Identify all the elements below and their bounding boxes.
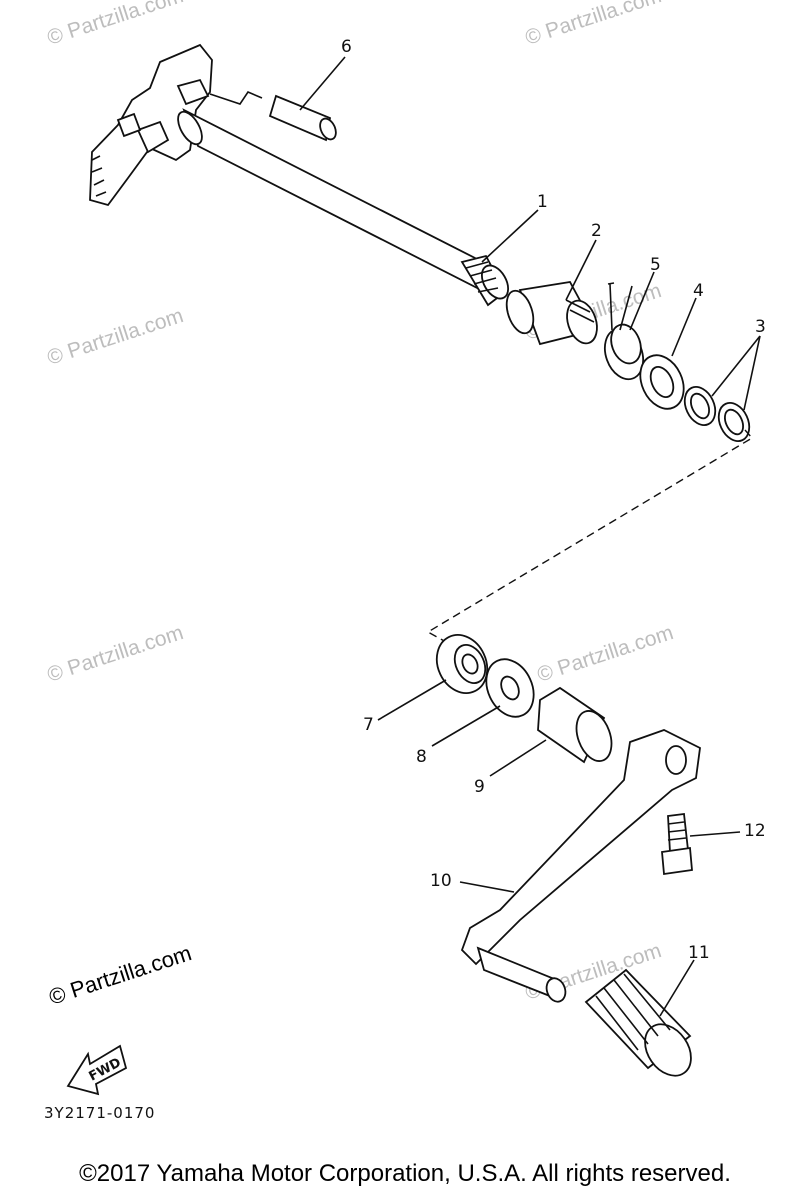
watermark: © Partzilla.com [44,621,186,687]
fwd-arrow-icon: FWD [66,1044,128,1096]
watermark: © Partzilla.com [522,0,664,50]
copyright-notice: ©2017 Yamaha Motor Corporation, U.S.A. A… [79,1160,731,1187]
washer-lower-part [485,658,535,718]
diagram-code: 3Y2171-0170 [44,1104,155,1122]
shift-pedal-part [460,729,701,1003]
callout-label: 10 [430,871,452,891]
shift-shaft [89,43,510,307]
leader-lines [299,56,761,1017]
spring-part [603,282,645,381]
collar-part [505,281,598,346]
pin-part [209,91,337,142]
watermark-primary: © Partzilla.com [46,940,195,1010]
collar-lower-part [537,686,613,764]
callout-label: 6 [341,37,352,57]
assembly-axis [426,429,754,643]
callout-label: 7 [363,715,374,735]
watermark: © Partzilla.com [44,0,186,50]
callout-label: 1 [537,192,548,212]
callout-label: 4 [693,281,704,301]
callout-label: 5 [650,255,661,275]
callout-label: 8 [416,747,427,767]
watermark: © Partzilla.com [44,304,186,370]
watermark: © Partzilla.com [534,621,676,687]
washer-part [639,354,685,410]
callout-label: 11 [688,943,710,963]
circlip-parts [683,386,751,442]
callout-label: 3 [755,317,766,337]
pedal-rubber-part [584,968,692,1077]
oil-seal-part [435,634,489,694]
bolt-part [661,812,693,876]
callout-label: 9 [474,777,485,797]
callout-label: 12 [744,821,766,841]
callout-labels: 6 1 2 5 4 3 7 8 9 10 12 11 [341,37,766,963]
callout-label: 2 [591,221,602,241]
